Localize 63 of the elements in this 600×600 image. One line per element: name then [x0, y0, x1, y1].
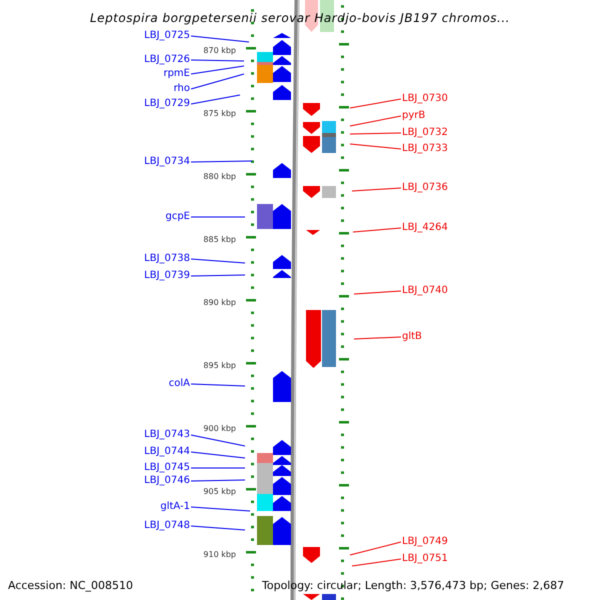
gene-label: LBJ_0738 [144, 254, 190, 264]
gene-label: LBJ_0725 [144, 31, 190, 41]
leader-line [190, 74, 244, 90]
gene-label: gltB [402, 332, 422, 342]
leader-line [350, 144, 402, 150]
gene-label: LBJ_0732 [402, 128, 448, 138]
scale-label: 870 kbp [203, 47, 236, 55]
scale-label: 910 kbp [203, 551, 236, 559]
gene-label: LBJ_0736 [402, 183, 448, 193]
leader-line [190, 434, 246, 446]
scale-label: 875 kbp [203, 110, 236, 118]
gene-label: LBJ_0730 [402, 94, 448, 104]
gene-label: rpmE [163, 69, 190, 79]
title: Leptospira borgpetersenii serovar Hardjo-bovis JB197 chromos... [89, 12, 511, 24]
gene-label: pyrB [402, 111, 426, 121]
leader-line [190, 526, 246, 530]
scale-label: 885 kbp [203, 236, 236, 244]
footer-text: Accession: NC_008510 [8, 580, 134, 591]
scale-label: 895 kbp [203, 362, 236, 370]
leader-line [354, 336, 402, 340]
gene-label: LBJ_0733 [402, 144, 448, 154]
gene-label: gcpE [165, 212, 190, 222]
gene-label: LBJ_0740 [402, 286, 448, 296]
scale-label: 890 kbp [203, 299, 236, 307]
gene-label: LBJ_0739 [144, 271, 190, 281]
gene-label: LBJ_0744 [144, 447, 190, 457]
leader-line [350, 98, 402, 108]
leader-line [352, 558, 402, 566]
gene-label: LBJ_0751 [402, 554, 448, 564]
leader-line [190, 36, 250, 42]
leader-line [190, 384, 246, 386]
leader-line [350, 116, 402, 126]
leader-line [190, 94, 240, 104]
gene-label: LBJ_0745 [144, 463, 190, 473]
leader-line [190, 216, 246, 218]
footer-text: Topology: circular; Length: 3,576,473 bp; Genes: 2,687 [262, 580, 564, 591]
leader-line [190, 160, 252, 162]
gene-label: LBJ_0748 [144, 521, 190, 531]
leader-line [190, 66, 244, 74]
gene-label: LBJ_0746 [144, 476, 190, 486]
leader-line [190, 506, 250, 512]
leader-line [350, 542, 402, 556]
gene-label: LBJ_0729 [144, 99, 190, 109]
gene-label: LBJ_0734 [144, 157, 190, 167]
gene-label: LBJ_0749 [402, 537, 448, 547]
scale-label: 905 kbp [203, 488, 236, 496]
scale-label: 900 kbp [203, 425, 236, 433]
leader-line [190, 60, 244, 62]
gene-label: LBJ_4264 [402, 223, 448, 233]
leader-line [352, 188, 402, 192]
gene-label: gltA-1 [160, 502, 190, 512]
gene-label: LBJ_0743 [144, 430, 190, 440]
gene-label: rho [174, 84, 190, 94]
gene-label: LBJ_0726 [144, 55, 190, 65]
leader-line [190, 274, 246, 276]
leader-line [190, 452, 246, 458]
leader-line [354, 290, 402, 294]
leader-line [352, 228, 402, 232]
leader-line [190, 480, 246, 482]
leader-line [350, 132, 402, 134]
scale-label: 880 kbp [203, 173, 236, 181]
leader-line [190, 258, 246, 264]
gene-label: colA [168, 379, 190, 389]
